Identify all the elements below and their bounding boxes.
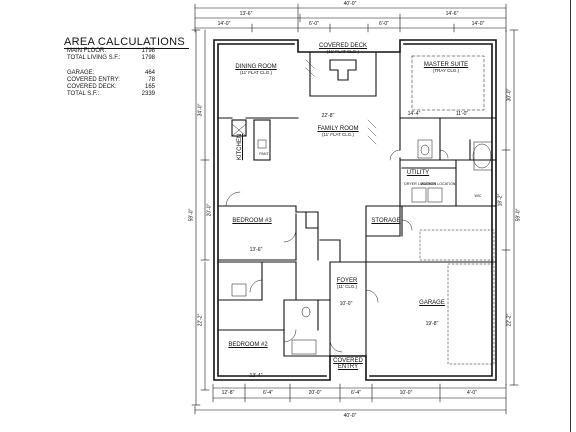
room-family-ceiling: (11' FLAT CLG.) xyxy=(321,132,355,137)
room-family-name: FAMILY ROOM xyxy=(317,126,359,132)
dim-right-2: 22'-2" xyxy=(506,313,513,327)
dim-family-width: 22'-8" xyxy=(321,113,335,119)
dim-top-4: 6'-0" xyxy=(309,21,319,27)
dim-bottom-overall: 40'-0" xyxy=(343,413,357,419)
area-row: COVERED DECK: 165 xyxy=(67,84,155,91)
area-calculations-title: AREA CALCULATIONS xyxy=(64,36,190,49)
dim-master-w2: 11'-0" xyxy=(455,111,469,117)
room-foyer: FOYER (11' CLG.) xyxy=(337,278,358,290)
dim-right-3: 18'-2" xyxy=(497,193,504,207)
dim-garage-width: 19'-8" xyxy=(425,321,439,327)
note-dryer: DRYER LOCATION xyxy=(404,182,436,186)
tray-ceiling xyxy=(411,55,485,111)
room-bedroom-2: BEDROOM #2 xyxy=(228,342,267,348)
bottom-dimension-lines xyxy=(194,383,507,415)
room-bedroom-2-name: BEDROOM #2 xyxy=(228,342,268,348)
room-kitchen-name: KITCHEN xyxy=(237,133,243,161)
right-dimension-lines xyxy=(501,29,519,386)
room-master-suite: MASTER SUITE (TRAY CLG.) xyxy=(424,62,468,74)
room-garage-name: GARAGE xyxy=(419,300,445,306)
room-dining: DINING ROOM (11' FLAT CLG.) xyxy=(235,64,276,76)
room-covered-deck-name: COVERED DECK xyxy=(318,43,368,49)
dim-right-1: 30'-0" xyxy=(506,88,513,102)
area-row-label: GARAGE: xyxy=(67,70,95,76)
garage-door xyxy=(419,229,495,365)
dim-top-2: 14'-6" xyxy=(445,11,459,17)
room-bedroom-3-name: BEDROOM #3 xyxy=(232,218,272,224)
dim-bed2-width: 13'-4" xyxy=(249,373,263,379)
note-washer: WASHER LOCATION xyxy=(420,182,456,186)
note-pantry: PANT xyxy=(259,152,269,156)
room-utility-name: UTILITY xyxy=(406,170,430,176)
door-swings xyxy=(225,149,449,353)
room-covered-entry: COVERED ENTRY xyxy=(333,358,363,370)
room-master-suite-ceiling: (TRAY CLG.) xyxy=(432,68,460,73)
room-dining-name: DINING ROOM xyxy=(235,64,277,70)
left-dimension-lines xyxy=(191,29,210,406)
area-row-label: COVERED ENTRY: xyxy=(67,77,120,83)
room-storage: STORAGE xyxy=(371,218,400,224)
dim-bottom-3: 20'-0" xyxy=(308,390,322,396)
dim-top-5: 6'-0" xyxy=(379,21,389,27)
room-covered-deck: COVERED DECK (11' FLAT CLG.) xyxy=(319,43,367,55)
area-row-label: TOTAL S.F.: xyxy=(67,91,100,97)
room-foyer-ceiling: (11' CLG.) xyxy=(336,284,358,289)
room-family: FAMILY ROOM (11' FLAT CLG.) xyxy=(317,126,358,138)
dim-left-2: 22'-2" xyxy=(197,313,204,327)
room-bedroom-3: BEDROOM #3 xyxy=(232,218,271,224)
area-row-value: 1798 xyxy=(141,55,155,61)
area-row-value: 165 xyxy=(144,84,155,90)
area-row-label: TOTAL LIVING S.F.: xyxy=(67,55,121,61)
room-utility: UTILITY xyxy=(407,170,429,176)
area-row: GARAGE: 464 xyxy=(67,70,155,77)
area-row: COVERED ENTRY: 78 xyxy=(67,77,155,84)
dim-bottom-1: 12'-8" xyxy=(221,390,235,396)
wall-hatch xyxy=(305,59,377,145)
dim-top-6: 14'-0" xyxy=(471,21,485,27)
area-row-value: 464 xyxy=(144,70,155,76)
dim-top-overall: 40'-0" xyxy=(343,1,357,7)
area-row-value: 2339 xyxy=(141,91,155,97)
exterior-walls xyxy=(213,39,497,381)
dim-bottom-2: 6'-4" xyxy=(263,390,273,396)
dim-bottom-4: 10'-0" xyxy=(399,390,413,396)
top-dimension-lines xyxy=(194,3,507,33)
area-row: TOTAL S.F.: 2339 xyxy=(67,91,155,98)
dim-left-overall: 59'-0" xyxy=(188,208,195,222)
area-row: MAIN FLOOR: 1798 xyxy=(67,48,155,55)
dim-bottom-5: 6'-4" xyxy=(351,390,361,396)
dim-right-overall: 59'-0" xyxy=(515,208,522,222)
dim-master-w1: 14'-4" xyxy=(407,111,421,117)
area-row-value: 78 xyxy=(148,77,155,83)
room-covered-deck-ceiling: (11' FLAT CLG.) xyxy=(326,49,360,54)
area-row-label: COVERED DECK: xyxy=(67,84,117,90)
room-dining-ceiling: (11' FLAT CLG.) xyxy=(239,70,273,75)
room-storage-name: STORAGE xyxy=(371,218,401,224)
sheet-border-strip xyxy=(570,0,574,432)
room-covered-entry-name: COVERED xyxy=(333,358,363,364)
plumbing-fixtures xyxy=(231,123,493,355)
area-row-label: MAIN FLOOR: xyxy=(67,48,107,54)
interior-walls xyxy=(217,51,497,357)
dim-left-1: 34'-0" xyxy=(197,103,204,117)
dim-top-1: 13'-6" xyxy=(239,11,253,17)
dim-foyer: 10'-0" xyxy=(339,301,353,307)
dim-left-3: 20'-0" xyxy=(206,203,213,217)
area-row: TOTAL LIVING S.F.: 1798 xyxy=(67,55,155,62)
dim-bed3-width: 13'-6" xyxy=(249,247,263,253)
room-covered-entry-name2: ENTRY xyxy=(337,364,359,370)
room-kitchen: KITCHEN xyxy=(237,134,243,160)
dim-top-3: 14'-0" xyxy=(217,21,231,27)
area-row-value: 1798 xyxy=(141,48,155,54)
dim-bottom-6: 4'-0" xyxy=(467,390,477,396)
room-master-suite-name: MASTER SUITE xyxy=(423,62,469,68)
room-garage: GARAGE xyxy=(419,300,445,306)
room-foyer-name: FOYER xyxy=(336,278,358,284)
note-wic: WIC xyxy=(474,194,482,198)
